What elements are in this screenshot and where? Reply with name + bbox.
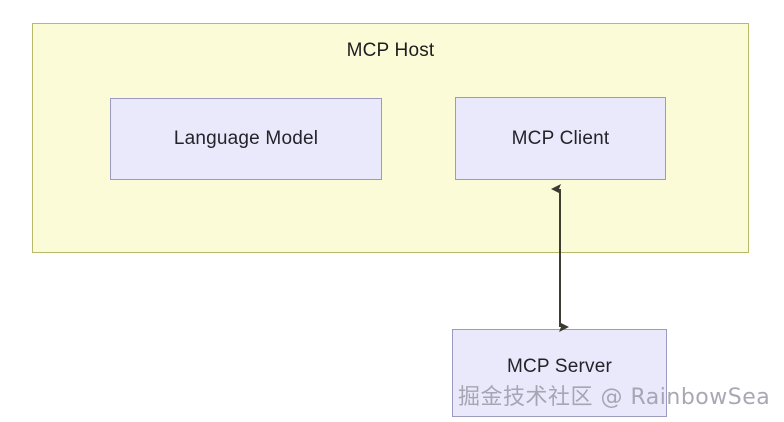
node-mcp-client: MCP Client xyxy=(455,97,666,180)
node-language-model-label: Language Model xyxy=(173,128,319,149)
node-mcp-client-label: MCP Client xyxy=(511,127,610,149)
node-mcp-server: MCP Server xyxy=(452,329,667,417)
watermark-text: 掘金技术社区 @ RainbowSea xyxy=(458,385,771,410)
node-language-model: Language Model xyxy=(110,98,382,180)
mcp-host-title: MCP Host xyxy=(346,40,435,61)
node-mcp-server-label: MCP Server xyxy=(506,356,613,377)
